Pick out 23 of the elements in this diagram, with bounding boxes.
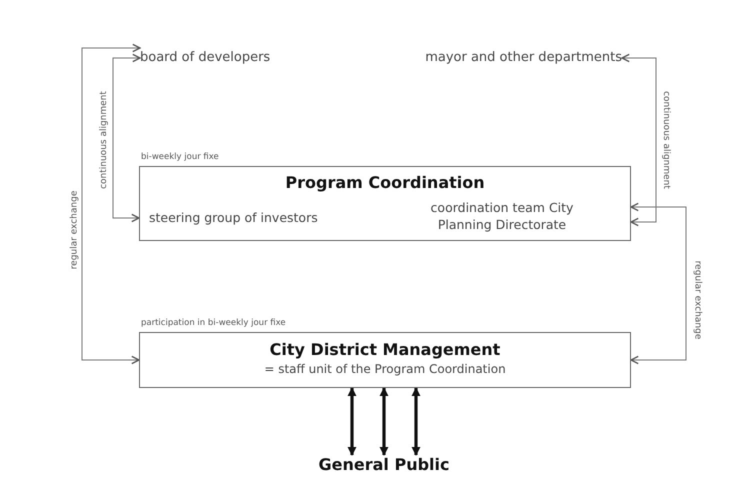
edge-label: continuous alignment (98, 91, 109, 189)
edge-label: continuous alignment (660, 91, 671, 189)
arrow (112, 54, 141, 222)
arrow (412, 387, 420, 456)
arrow (348, 387, 356, 456)
process-box (139, 166, 631, 241)
arrow (630, 202, 686, 364)
stakeholder-label: board of developers (140, 48, 340, 68)
group-label: coordination team City Planning Directorate (406, 199, 632, 235)
arrow (621, 54, 656, 226)
box-note: participation in bi-weekly jour fixe (141, 318, 286, 328)
stakeholder-label: mayor and other departments (386, 48, 622, 68)
stakeholder-label: General Public (300, 455, 468, 479)
box-note: bi-weekly jour fixe (141, 152, 219, 162)
box-title: City District Management (268, 340, 502, 359)
edge-label: regular exchange (68, 190, 79, 270)
edge-label: regular exchange (692, 260, 702, 340)
box-subtitle: = staff unit of the Program Coordination (263, 362, 507, 376)
box-title: Program Coordination (284, 173, 486, 192)
process-box (139, 332, 631, 388)
group-label: steering group of investors (140, 209, 360, 229)
arrow (380, 387, 388, 456)
arrow (82, 44, 141, 364)
